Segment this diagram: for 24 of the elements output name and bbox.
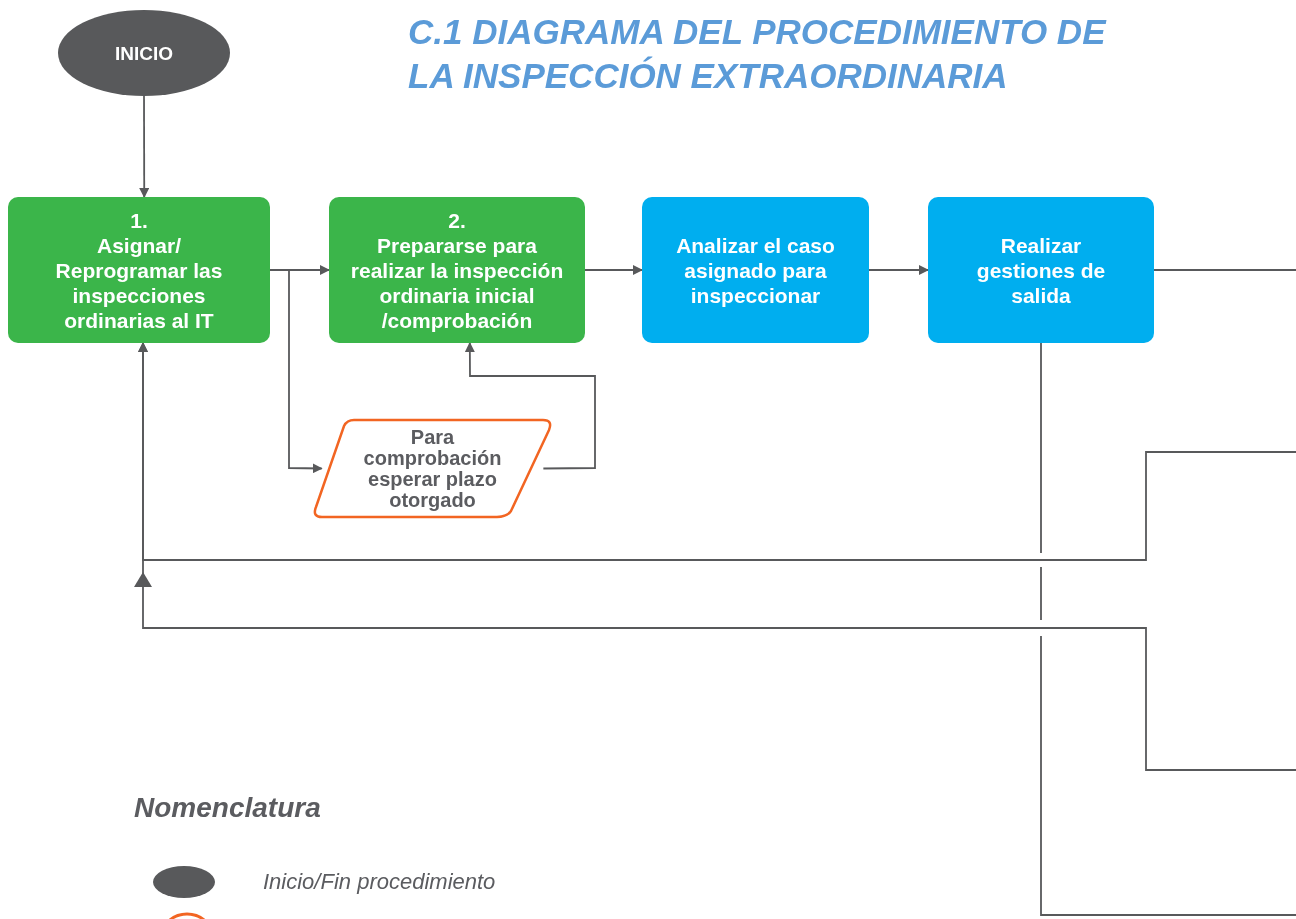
process-box — [928, 197, 1154, 343]
process-box — [8, 197, 270, 343]
node-text: Realizar gestiones de salida — [975, 232, 1107, 308]
node-text: 1. — [130, 207, 148, 233]
connector-line — [1040, 342, 1296, 916]
connector-line — [1153, 269, 1296, 271]
legend-text: Inicio/Fin procedimiento — [263, 869, 496, 895]
connector-arrow — [269, 269, 323, 474]
node-text: Asignar/ Reprogramar las inspecciones ordinarias al IT — [54, 232, 224, 333]
connector-arrow — [584, 265, 643, 275]
connector-arrow — [464, 342, 596, 470]
process-box — [329, 197, 585, 343]
connector-arrow — [139, 95, 150, 198]
node-text: Para comprobación esperar plazo otorgado — [363, 426, 502, 511]
diagram-title: C.1 DIAGRAMA DEL PROCEDIMIENTO DE LA INSPECCIÓN EXTRAORDINARIA — [408, 11, 1108, 97]
process-box — [642, 197, 869, 343]
wait-parallelogram — [312, 418, 553, 519]
connector-arrow — [134, 342, 1296, 771]
node-text: INICIO — [114, 41, 174, 66]
node-text: Prepararse para realizar la inspección ordinaria inicial /comprobación — [349, 232, 565, 333]
node-text: 2. — [448, 207, 466, 233]
node-text: Analizar el caso asignado para inspeccionar — [675, 232, 836, 308]
legend-heading: Nomenclatura — [134, 792, 321, 824]
connector-arrow — [868, 265, 929, 275]
